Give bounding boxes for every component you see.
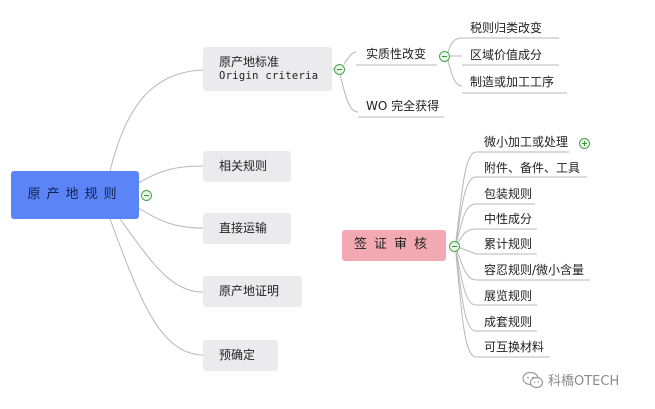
leaf-sets-rules[interactable]: 成套规则 [484,313,532,331]
leaf-regional-value-content-label: 区域价值成分 [470,47,543,62]
branch-direct-transport-label: 直接运输 [219,221,268,235]
connector-root-related [134,165,204,186]
leaf-tariff-classification-change-label: 税则归类改变 [470,20,543,35]
connector-visa-c9 [455,253,477,358]
leaf-cumulation-rules-label: 累计规则 [484,236,533,251]
node-visa-review-label: 签证审核 [353,237,434,253]
leaf-packaging-rules-label: 包装规则 [484,186,533,201]
leaf-regional-value-content[interactable]: 区域价值成分 [470,46,542,64]
leaf-exhibition-rules-label: 展览规则 [484,288,533,303]
connector-origin-wo [339,73,359,113]
collapse-substantial-change-icon[interactable] [439,51,450,62]
watermark-text: 科橋OTECH [548,374,620,389]
connector-visa-c1 [455,151,477,242]
connector-visa-c3 [455,203,477,246]
leaf-cumulation-rules[interactable]: 累计规则 [484,235,532,253]
leaf-fungible-materials[interactable]: 可互换材料 [484,338,544,356]
connector-visa-c6 [455,248,477,281]
watermark: 科橋OTECH [522,370,619,389]
node-wholly-obtained[interactable]: WO 完全获得 [366,97,439,115]
leaf-tariff-classification-change[interactable]: 税则归类改变 [470,19,542,37]
node-substantial-change-label: 实质性改变 [366,46,427,61]
branch-origin-certificate[interactable]: 原产地证明 [203,276,302,307]
node-substantial-change[interactable]: 实质性改变 [366,45,426,63]
connector-root-transport [129,202,204,229]
connector-visa-c7 [455,250,477,306]
connector-substantial-c3 [447,59,463,87]
branch-origin-criteria[interactable]: 原产地标准 Origin criteria [203,47,332,91]
branch-origin-criteria-label: 原产地标准 [219,54,280,69]
branch-origin-certificate-label: 原产地证明 [219,284,280,298]
leaf-exhibition-rules[interactable]: 展览规则 [484,287,532,305]
connector-root-certificate [119,218,204,293]
collapse-visa-review-icon[interactable] [449,241,460,252]
leaf-sets-rules-label: 成套规则 [484,314,533,329]
connector-origin-substantial [343,51,357,65]
leaf-neutral-elements-label: 中性成分 [484,211,533,226]
branch-related-rules[interactable]: 相关规则 [203,151,291,182]
connector-substantial-c1 [447,37,463,53]
node-wholly-obtained-label: WO 完全获得 [366,98,440,113]
leaf-packaging-rules[interactable]: 包装规则 [484,185,532,203]
leaf-accessories-spare-parts-tools-label: 附件、备件、工具 [484,160,581,175]
connector-visa-c2 [455,176,477,244]
expand-minimal-operations-icon[interactable] [579,138,590,149]
leaf-tolerance-de-minimis[interactable]: 容忍规则/微小含量 [484,261,584,279]
collapse-root-icon[interactable] [141,190,152,201]
root-node-origin-rules[interactable]: 原产地规则 [11,171,139,219]
branch-advance-ruling[interactable]: 预确定 [203,340,278,371]
connector-root-origin [109,69,204,172]
branch-advance-ruling-label: 预确定 [219,348,256,362]
connector-visa-c5 [457,246,477,255]
branch-origin-criteria-sublabel: Origin criteria [219,69,319,82]
leaf-accessories-spare-parts-tools[interactable]: 附件、备件、工具 [484,159,580,177]
branch-direct-transport[interactable]: 直接运输 [203,213,291,244]
leaf-tolerance-de-minimis-label: 容忍规则/微小含量 [484,262,585,277]
wechat-logo-icon [522,371,544,388]
branch-related-rules-label: 相关规则 [219,159,268,173]
leaf-manufacturing-process[interactable]: 制造或加工工序 [470,73,554,91]
node-visa-review[interactable]: 签证审核 [342,230,446,261]
leaf-manufacturing-process-label: 制造或加工工序 [470,74,555,89]
connector-root-ruling [109,218,204,356]
leaf-minimal-operations-label: 微小加工或处理 [484,134,569,149]
leaf-minimal-operations[interactable]: 微小加工或处理 [484,133,568,151]
leaf-fungible-materials-label: 可互换材料 [484,339,545,354]
collapse-origin-criteria-icon[interactable] [334,64,345,75]
leaf-neutral-elements[interactable]: 中性成分 [484,210,532,228]
connector-visa-c8 [455,251,477,332]
